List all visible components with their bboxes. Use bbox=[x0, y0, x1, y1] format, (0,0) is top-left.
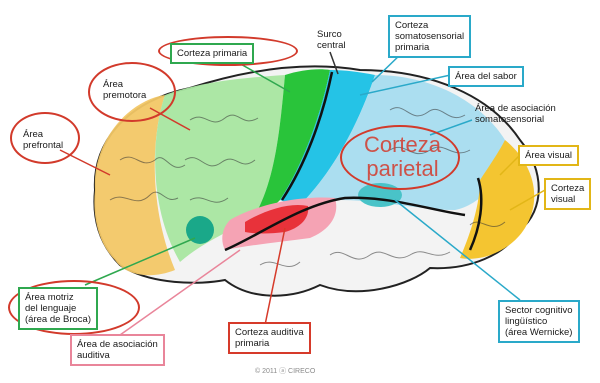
label-corteza-auditiva-primaria: Corteza auditiva primaria bbox=[228, 322, 311, 354]
label-corteza-parietal: Corteza parietal bbox=[355, 133, 450, 181]
label-sector-cognitivo: Sector cognitivo lingüístico (área Werni… bbox=[498, 300, 580, 343]
label-corteza-primaria: Corteza primaria bbox=[170, 43, 254, 64]
label-area-motriz-lenguaje: Área motriz del lenguaje (área de Broca) bbox=[18, 287, 98, 330]
label-area-premotora: Área premotora bbox=[98, 76, 151, 104]
label-surco-central: Surco central bbox=[312, 26, 351, 54]
label-area-visual: Área visual bbox=[518, 145, 579, 166]
label-area-sabor: Área del sabor bbox=[448, 66, 524, 87]
label-area-asociacion-somatosensorial: Área de asociación somatosensorial bbox=[470, 100, 561, 128]
label-area-asociacion-auditiva: Área de asociación auditiva bbox=[70, 334, 165, 366]
label-corteza-visual: Corteza visual bbox=[544, 178, 591, 210]
label-corteza-somatosensorial: Corteza somatosensorial primaria bbox=[388, 15, 471, 58]
copyright-credit: © 2011 ⓐ CIRECO bbox=[255, 366, 315, 376]
label-area-prefrontal: Área prefrontal bbox=[18, 126, 68, 154]
